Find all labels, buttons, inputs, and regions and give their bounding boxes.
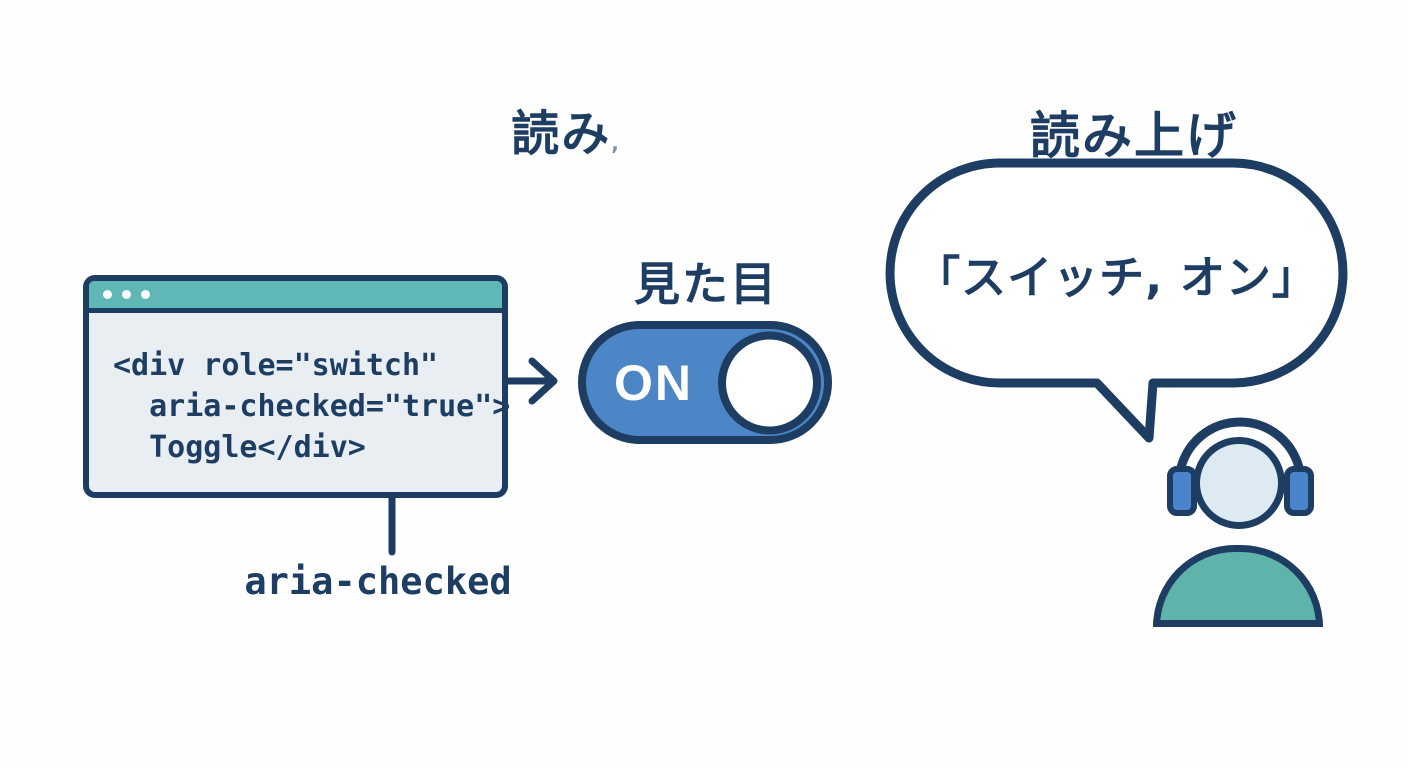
label-top-center: 読み, — [511, 106, 621, 162]
code-line-1: <div role="switch" — [113, 348, 439, 383]
label-visual-appearance: 見た目 — [634, 257, 778, 311]
label-read-aloud: 読み上げ — [1030, 107, 1238, 165]
window-dot-icon — [141, 290, 150, 299]
toggle-switch: ON — [578, 321, 832, 444]
code-snippet: <div role="switch" aria-checked="true"> … — [113, 345, 510, 468]
speech-bubble-text: 「スイッチ, オン」 — [915, 250, 1318, 304]
code-line-2: aria-checked="true"> — [113, 389, 511, 424]
toggle-state-label: ON — [614, 354, 693, 411]
code-line-3: Toggle</div> — [113, 430, 366, 465]
person-torso-icon — [1153, 545, 1323, 627]
arrow-head-icon — [528, 357, 558, 405]
window-dot-icon — [103, 290, 112, 299]
code-window: <div role="switch" aria-checked="true"> … — [83, 275, 510, 498]
headphone-earcup-left-icon — [1167, 466, 1197, 516]
window-dot-icon — [122, 290, 131, 299]
person-head-icon — [1193, 437, 1285, 529]
toggle-knob — [718, 331, 821, 434]
label-aria-checked: aria-checked — [244, 560, 512, 603]
headphone-earcup-right-icon — [1284, 466, 1314, 516]
label-top-center-mark: , — [611, 131, 621, 155]
window-titlebar — [89, 281, 502, 313]
